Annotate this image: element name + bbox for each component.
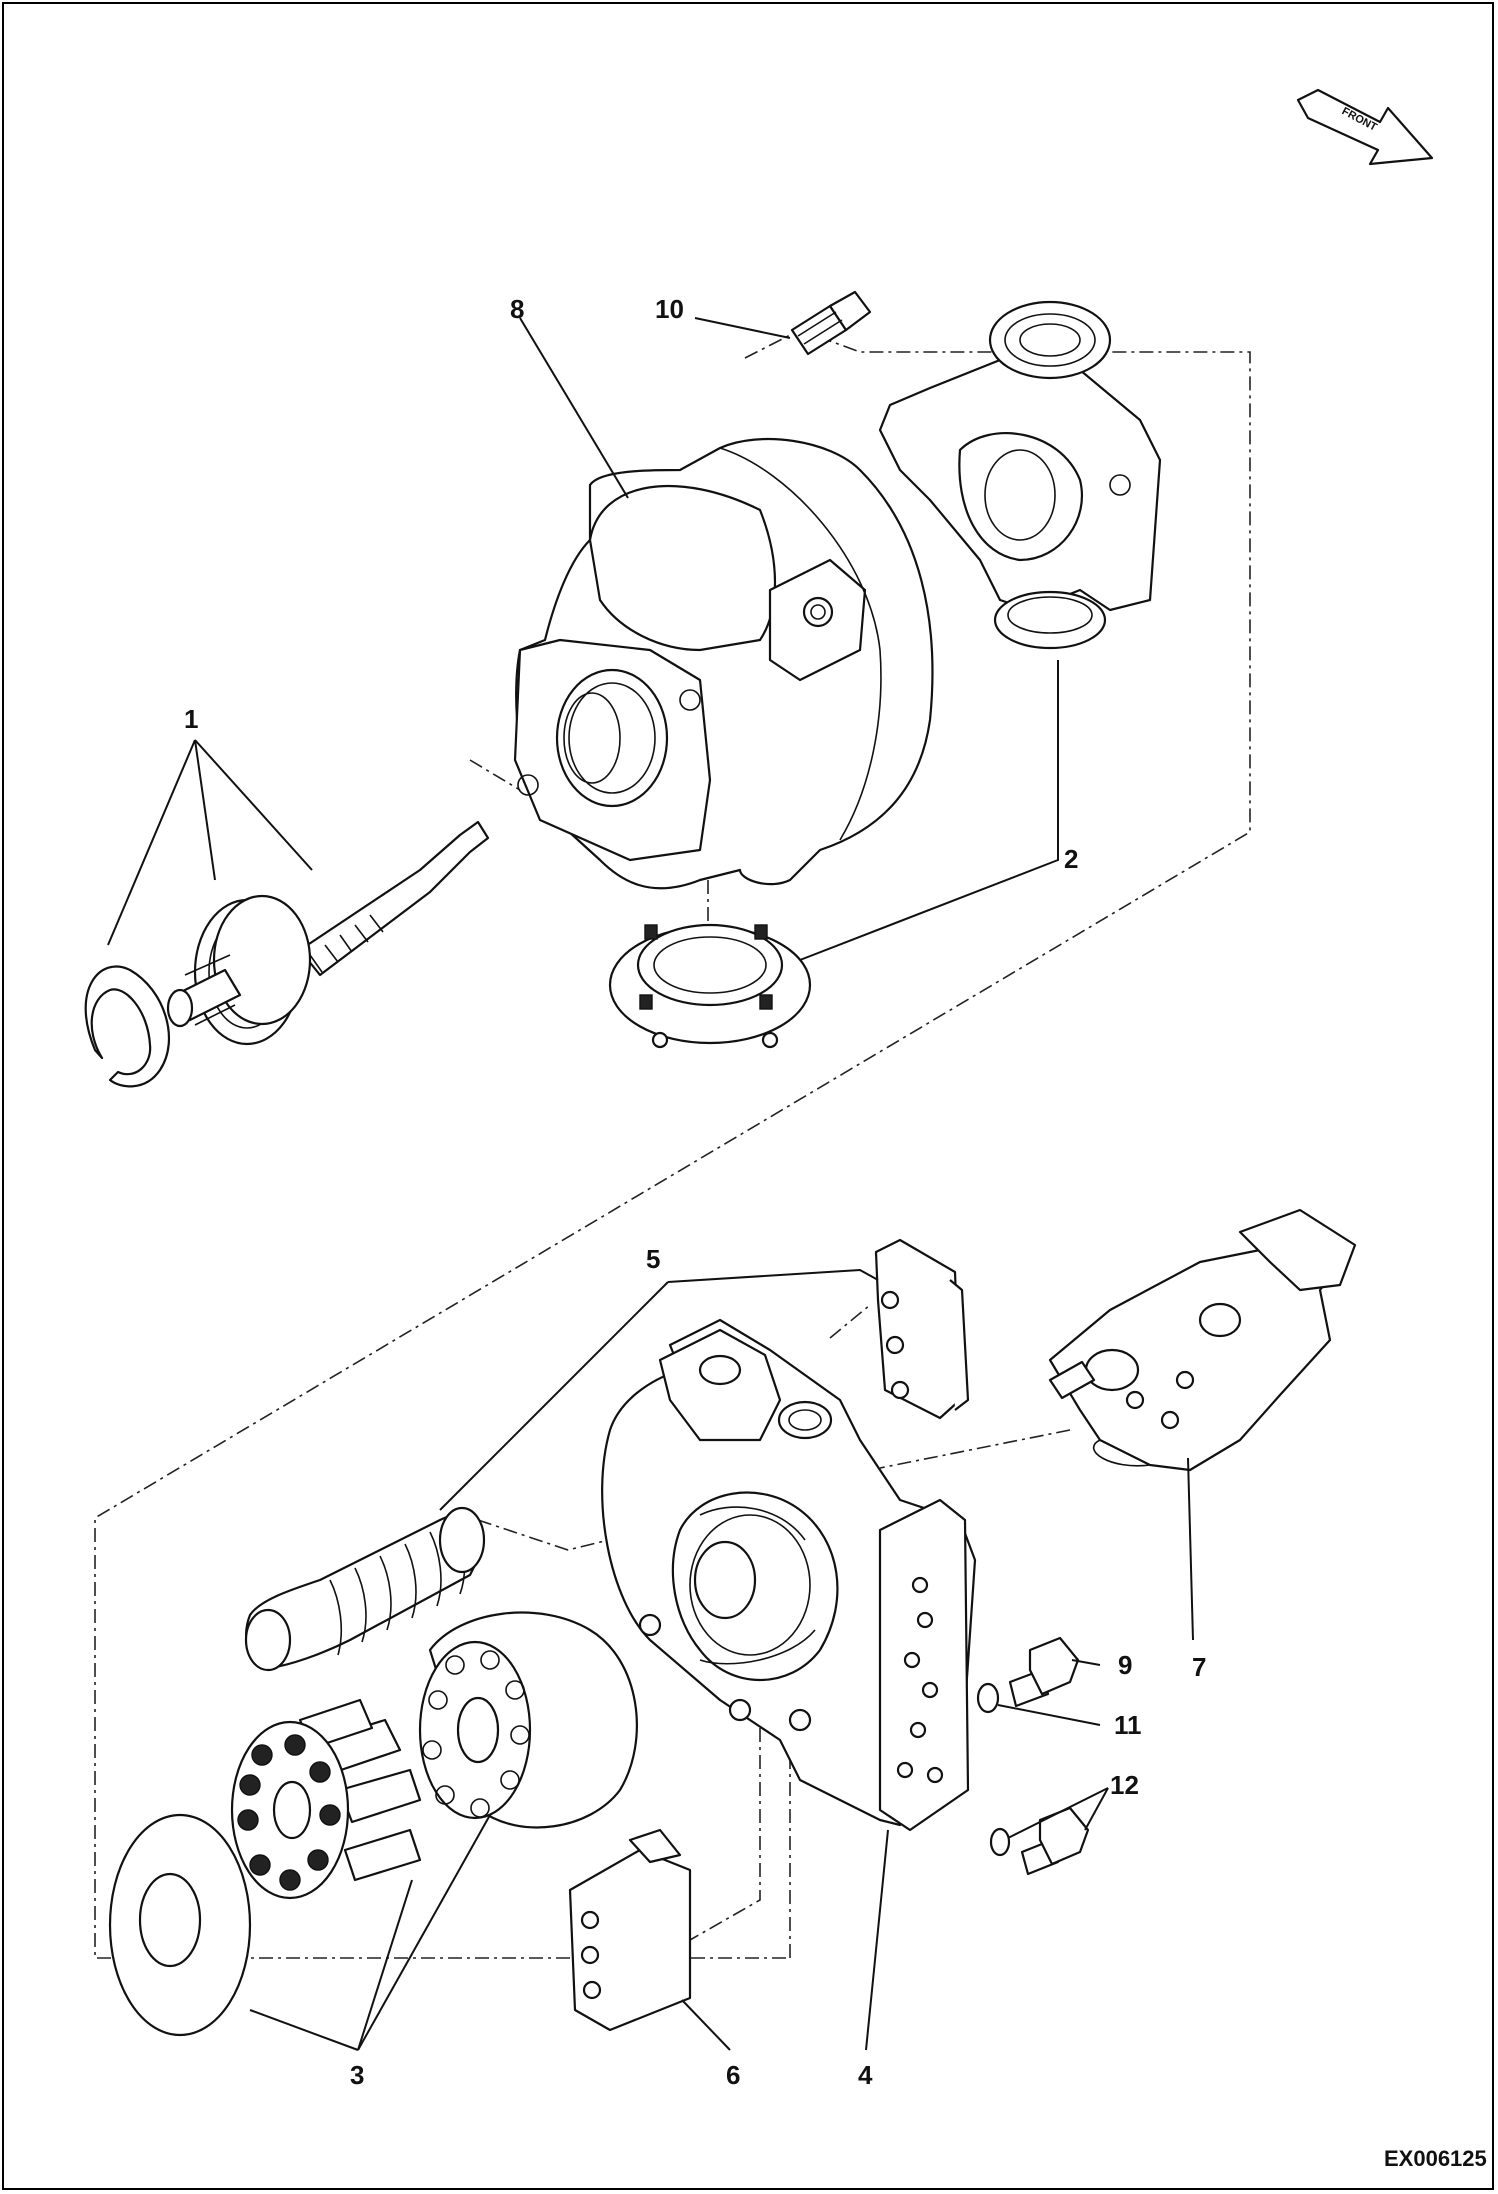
bolt-12 <box>1020 1806 1090 1876</box>
callout-9: 9 <box>1118 1650 1132 1680</box>
leader-lines <box>107 317 1194 2051</box>
callout-10: 10 <box>655 294 684 324</box>
spring-piston <box>244 1506 486 1672</box>
callout-2: 2 <box>1064 844 1078 874</box>
callout-12: 12 <box>1110 1770 1139 1800</box>
front-arrow-icon: FRONT <box>1296 88 1434 166</box>
piston-set <box>230 1698 422 1900</box>
figure-code: EX006125 <box>1384 2146 1487 2171</box>
valve-block-6 <box>568 1828 692 2032</box>
callout-11: 11 <box>1114 1710 1142 1740</box>
o-ring-12 <box>989 1827 1011 1857</box>
valve-cover-plate-5 <box>874 1238 970 1420</box>
callout-8: 8 <box>510 294 524 324</box>
o-ring-11 <box>976 1682 1000 1714</box>
thrust-plate <box>108 1813 252 2037</box>
callout-3: 3 <box>350 2060 364 2090</box>
swash-plate-yoke <box>878 300 1162 650</box>
cylinder-block <box>418 1611 638 1829</box>
callout-6: 6 <box>726 2060 740 2090</box>
callout-1: 1 <box>184 704 198 734</box>
callout-7: 7 <box>1192 1652 1206 1682</box>
drive-shaft-assembly <box>84 820 490 1088</box>
port-head-body <box>601 1318 977 1832</box>
pilot-gear-pump <box>1048 1208 1357 1472</box>
breather-plug <box>790 290 872 356</box>
bearing-ring <box>608 923 812 1049</box>
callout-5: 5 <box>646 1244 660 1274</box>
pump-housing <box>513 438 934 890</box>
callout-4: 4 <box>858 2060 873 2090</box>
bolt-9 <box>1008 1636 1080 1708</box>
callout-labels: 8 10 1 2 5 7 9 11 12 3 6 4 <box>184 294 1206 2090</box>
